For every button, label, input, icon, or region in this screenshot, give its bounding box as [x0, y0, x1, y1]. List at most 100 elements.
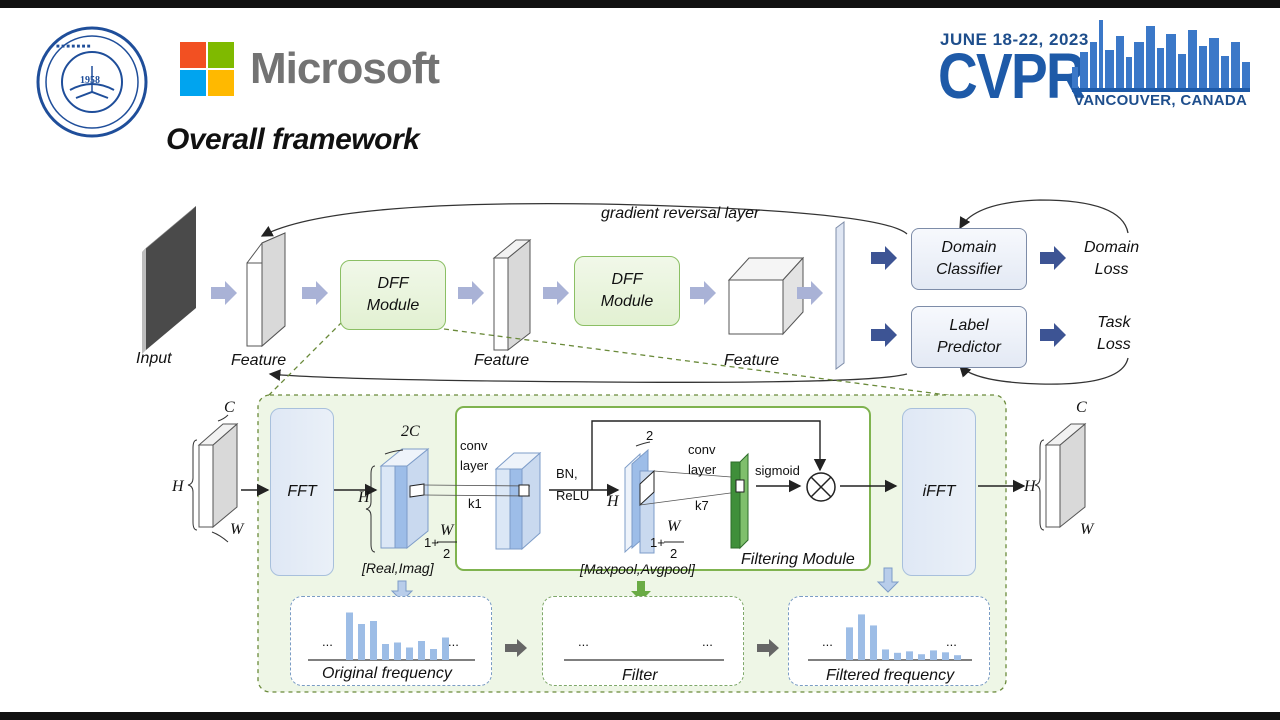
filtered-frequency-panel — [788, 596, 990, 686]
filter-ellipsis-right: ... — [702, 634, 713, 649]
fft-block[interactable]: FFT — [270, 408, 334, 576]
filtered-bar — [930, 650, 937, 660]
gradient-reversal-arrow — [260, 202, 908, 237]
filtered-bar — [870, 625, 877, 660]
ifft-label: iFFT — [922, 483, 956, 500]
filtered-bar — [942, 652, 949, 660]
filtered-bar — [846, 627, 853, 660]
orig-bar — [358, 624, 365, 660]
slide: ■ ■ ■ ■ ■ ■ ■ 1958 Microsoft Overall fra… — [0, 8, 1280, 712]
filtered-ellipsis-right: ... — [946, 634, 957, 649]
ifft-block[interactable]: iFFT — [902, 408, 976, 576]
detail-input-tensor — [187, 414, 239, 543]
feature-label-2: Feature — [474, 352, 530, 369]
filtered-bar — [858, 614, 865, 660]
skyline-icon — [1072, 12, 1250, 92]
conference-location: VANCOUVER, CANADA — [1074, 92, 1248, 109]
orig-bar — [406, 647, 413, 660]
detail-output-tensor — [1034, 422, 1087, 531]
original-frequency-panel — [290, 596, 492, 686]
orig-bar — [346, 612, 353, 660]
filtered-ellipsis-left: ... — [822, 634, 833, 649]
microsoft-wordmark: Microsoft — [250, 44, 440, 93]
zoom-line-right — [443, 328, 1001, 403]
dff-module-1[interactable]: DFF Module — [340, 260, 446, 330]
feature-label-1: Feature — [231, 352, 287, 369]
dim-w-prefix-1: 1+ — [424, 535, 439, 550]
dim-w-den-2: 2 — [670, 546, 678, 561]
bn-relu-label: BN, ReLU — [556, 466, 590, 503]
conference-date: JUNE 18-22, 2023 — [940, 30, 1089, 49]
dim-w-num-1: W — [440, 522, 454, 539]
spectrum-tensor — [365, 447, 430, 553]
pooled-tensor — [624, 441, 745, 554]
dim-w-prefix-2: 1+ — [650, 535, 665, 550]
domain-loss-label: Domain Loss — [1084, 239, 1140, 278]
filter-panel — [542, 596, 744, 686]
feature-tensor-1 — [246, 232, 286, 348]
microsoft-logo-icon — [180, 42, 236, 98]
orig-bar — [418, 641, 425, 660]
dff-module-2-label: DFF Module — [600, 271, 654, 310]
filtering-module-box — [455, 406, 871, 571]
domain-loss-loop — [959, 199, 1129, 234]
feature-tensor-2 — [492, 238, 532, 352]
task-loss-loop — [959, 357, 1129, 385]
orig-bar — [394, 642, 401, 660]
bottom-flow-arrows — [505, 639, 779, 657]
attention-map — [730, 452, 749, 550]
orig-bar — [442, 637, 449, 660]
feature-vector — [835, 221, 845, 370]
maxpool-avgpool-label: [Maxpool,Avgpool] — [580, 561, 695, 577]
domain-classifier[interactable]: Domain Classifier — [911, 228, 1027, 290]
fft-label: FFT — [287, 483, 317, 500]
dff-module-1-label: DFF Module — [366, 275, 420, 314]
multiply-icon — [806, 472, 836, 502]
detail-arrows — [241, 420, 1026, 497]
filtered-bar — [882, 649, 889, 660]
dim-w-den-1: 2 — [443, 546, 451, 561]
conv-layer-label-2: conv layer — [688, 442, 717, 477]
frequency-bars — [308, 612, 972, 661]
dim-w-num-2: W — [667, 518, 681, 535]
filtered-bar — [918, 654, 925, 660]
original-frequency-label: Original frequency — [322, 665, 452, 682]
page-title: Overall framework — [166, 123, 420, 156]
orig-ellipsis-right: ... — [448, 634, 459, 649]
filter-label: Filter — [622, 667, 658, 684]
filtering-module-label: Filtering Module — [741, 551, 855, 568]
feature-label-3: Feature — [724, 352, 780, 369]
input-tensor — [142, 206, 196, 354]
real-imag-label: [Real,Imag] — [362, 560, 434, 576]
dim-w-right: W — [1080, 521, 1094, 538]
dim-h-pool: H — [607, 493, 619, 510]
label-predictor-label: Label Predictor — [936, 317, 1002, 356]
dim-c-right: C — [1076, 399, 1087, 416]
orig-bar — [430, 649, 437, 660]
k7-label: k7 — [695, 498, 709, 513]
filtered-bar — [894, 652, 901, 660]
flow-arrows-heads — [871, 246, 1066, 347]
k1-label: k1 — [468, 496, 482, 511]
filter-ellipsis-left: ... — [578, 634, 589, 649]
filtered-frequency-label: Filtered frequency — [826, 667, 955, 684]
dim-h-mid: H — [358, 489, 370, 506]
label-predictor[interactable]: Label Predictor — [911, 306, 1027, 368]
dff-module-2[interactable]: DFF Module — [574, 256, 680, 326]
svg-text:■ ■ ■ ■ ■ ■ ■: ■ ■ ■ ■ ■ ■ ■ — [56, 44, 91, 50]
filtered-bar — [906, 651, 913, 660]
task-loss-label: Task Loss — [1097, 314, 1131, 353]
university-seal: ■ ■ ■ ■ ■ ■ ■ 1958 — [36, 26, 148, 138]
backward-arrow — [268, 369, 908, 383]
dim-h-left: H — [172, 478, 184, 495]
feature-tensor-3 — [727, 256, 805, 336]
input-label: Input — [136, 350, 172, 367]
orig-bar — [382, 644, 389, 660]
dim-c-left: C — [224, 399, 235, 416]
sigmoid-label: sigmoid — [755, 463, 800, 478]
dim-h-right: H — [1024, 478, 1036, 495]
conv-output-tensor — [423, 451, 542, 551]
orig-ellipsis-left: ... — [322, 634, 333, 649]
orig-bar — [370, 621, 377, 660]
filtered-bar — [954, 655, 961, 660]
